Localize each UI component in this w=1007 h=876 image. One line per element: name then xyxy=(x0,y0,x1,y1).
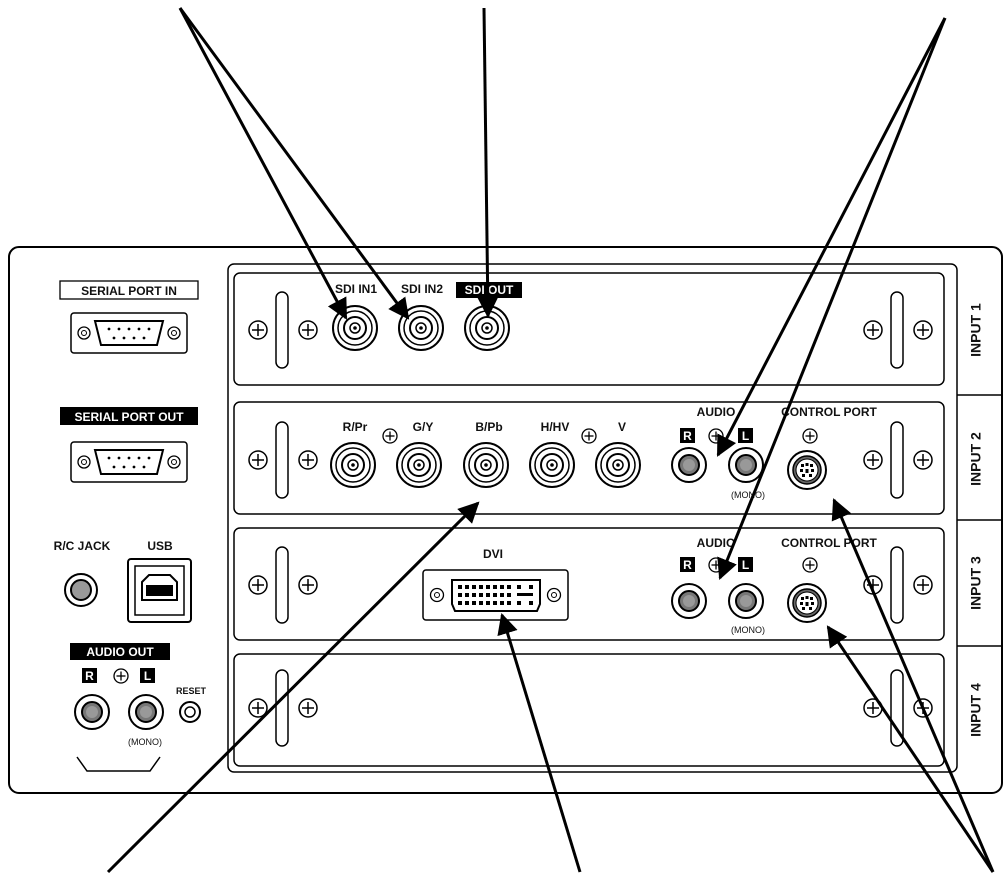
slot-card-input-4 xyxy=(233,653,945,767)
label-g-y: G/Y xyxy=(413,420,434,434)
serial-port-out-connector xyxy=(70,441,188,483)
sdi-in1-connector xyxy=(332,305,378,351)
reset-button xyxy=(179,701,201,723)
g-y-connector xyxy=(396,442,442,488)
label-b-pb: B/Pb xyxy=(475,420,502,434)
audio-3-left-jack xyxy=(728,583,764,619)
control-port-3-connector xyxy=(787,583,827,623)
label-mono-2: (MONO) xyxy=(731,490,765,500)
label-audio-3: AUDIO xyxy=(697,536,736,550)
label-audio-out-left: L xyxy=(144,669,151,683)
label-audio-3-right: R xyxy=(683,558,692,572)
serial-port-in-connector xyxy=(70,312,188,354)
label-audio-2-right: R xyxy=(683,429,692,443)
audio-2-right-jack xyxy=(671,447,707,483)
b-pb-connector xyxy=(463,442,509,488)
slot-label-input-1: INPUT 1 xyxy=(968,303,984,357)
slot-label-input-2: INPUT 2 xyxy=(968,432,984,486)
label-sdi-in1: SDI IN1 xyxy=(335,282,377,296)
audio-out-left-jack xyxy=(128,694,164,730)
label-sdi-out: SDI OUT xyxy=(465,283,514,297)
label-control-port-2: CONTROL PORT xyxy=(781,405,877,419)
label-mono-3: (MONO) xyxy=(731,625,765,635)
label-audio-2: AUDIO xyxy=(697,405,736,419)
callout-arrows xyxy=(106,7,995,874)
r-pr-connector xyxy=(330,442,376,488)
audio-2-left-jack xyxy=(728,447,764,483)
label-serial-port-out: SERIAL PORT OUT xyxy=(74,410,184,424)
label-audio-out-mono: (MONO) xyxy=(128,737,162,747)
slot-label-input-4: INPUT 4 xyxy=(968,683,984,737)
audio-out-right-jack xyxy=(74,694,110,730)
label-control-port-3: CONTROL PORT xyxy=(781,536,877,550)
slot-label-input-3: INPUT 3 xyxy=(968,556,984,610)
label-audio-2-left: L xyxy=(742,429,749,443)
label-reset: RESET xyxy=(176,686,207,696)
dvi-connector xyxy=(422,569,569,621)
label-sdi-in2: SDI IN2 xyxy=(401,282,443,296)
usb-connector xyxy=(127,558,192,623)
label-usb: USB xyxy=(147,539,173,553)
label-dvi: DVI xyxy=(483,547,503,561)
label-audio-3-left: L xyxy=(742,558,749,572)
label-h-hv: H/HV xyxy=(541,420,570,434)
slot-bay xyxy=(227,263,958,773)
label-rc-jack: R/C JACK xyxy=(54,539,111,553)
label-v: V xyxy=(618,420,626,434)
slot-card-input-3 xyxy=(233,527,945,641)
label-audio-out: AUDIO OUT xyxy=(86,645,154,659)
slot-card-input-1 xyxy=(233,272,945,386)
control-port-2-connector xyxy=(787,450,827,490)
label-audio-out-right: R xyxy=(85,669,94,683)
audio-3-right-jack xyxy=(671,583,707,619)
label-r-pr: R/Pr xyxy=(343,420,368,434)
rc-jack-connector xyxy=(64,573,98,607)
h-hv-connector xyxy=(529,442,575,488)
label-serial-port-in: SERIAL PORT IN xyxy=(81,284,177,298)
v-connector xyxy=(595,442,641,488)
